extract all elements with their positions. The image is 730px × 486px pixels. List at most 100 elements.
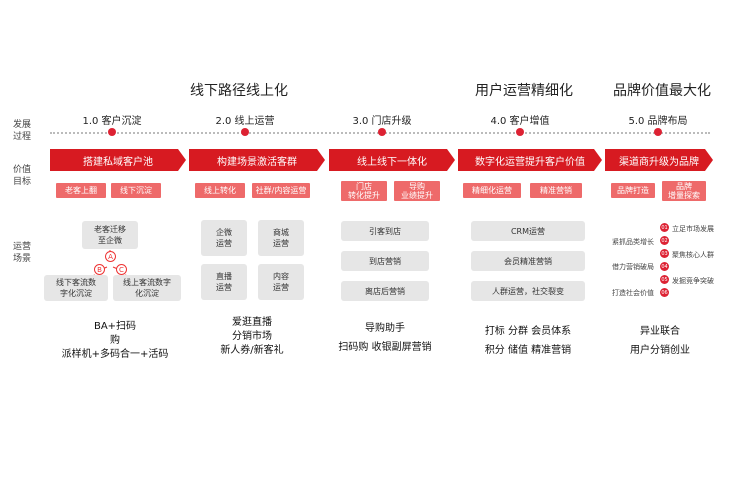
stage-title-2: 2.0 线上运营 [215,116,275,127]
row-label-ops-2: 场景 [13,254,32,264]
s1-node-b: B [94,264,105,275]
pill-brand-increment-1: 品牌 [676,182,692,191]
s1-box-migrate-2: 至企微 [98,236,122,245]
s1-box-online-flow-2: 化沉淀 [135,289,159,298]
arrow-stage-5: 渠道商升级为品牌 [605,149,713,171]
s5-dot-1: 01 [660,223,669,232]
row-label-process: 发展 过程 [13,119,31,143]
bottom-stage-5: 异业联合 用户分销创业 [608,325,712,358]
s2-box-mall-2: 运营 [273,239,289,248]
s2-box-wecom-2: 运营 [216,239,232,248]
s1-box-offline-flow: 线下客流数 字化沉淀 [44,275,108,301]
s2-box-content-2: 运营 [273,283,289,292]
s3-box-afterstore: 离店后营销 [341,281,429,301]
title-user-operation: 用户运营精细化 [475,83,573,99]
pill-store-convert-1: 门店 [356,182,372,191]
stage-title-4: 4.0 客户增值 [490,116,550,127]
s1-node-a: A [105,251,116,262]
s3-box-attract: 引客到店 [341,221,429,241]
timeline-dot-5 [654,128,662,136]
s5-dot-2: 02 [660,236,669,245]
s2-box-mall-1: 商城 [273,228,289,237]
s2-box-live: 直播 运营 [201,264,247,300]
s5-right-3: 发掘竞争突破 [672,277,714,285]
s2-box-live-2: 运营 [216,283,232,292]
timeline-dot-4 [516,128,524,136]
s2-box-wecom: 企微 运营 [201,220,247,256]
pill-precise-marketing: 精准营销 [530,183,582,198]
bottom-stage-4-line-1: 打标 分群 会员体系 [484,326,572,337]
s1-box-migrate: 老客迁移 至企微 [82,221,138,249]
bottom-stage-1-line-3: 派样机+多码合一+活码 [61,349,169,360]
bottom-stage-3: 导购助手 扫码购 收银副屏营销 [329,322,441,355]
pill-guide-performance-1: 导购 [409,182,425,191]
s2-box-wecom-1: 企微 [216,228,232,237]
arrow-stage-3: 线上线下一体化 [329,149,455,171]
s5-dot-5: 05 [660,275,669,284]
timeline-dot-2 [241,128,249,136]
s5-left-2: 借力营销破局 [612,263,654,271]
row-label-value-2: 目标 [13,177,32,187]
title-brand-value: 品牌价值最大化 [613,83,711,99]
bottom-stage-3-line-2: 扫码购 收银副屏营销 [338,342,432,353]
s5-right-2: 聚焦核心人群 [672,251,714,259]
bottom-stage-2-line-2: 分销市场 [232,331,272,342]
s1-box-offline-flow-2: 字化沉淀 [60,289,92,298]
row-label-ops-1: 运营 [13,242,32,252]
bottom-stage-4-line-2: 积分 储值 精准营销 [484,345,572,356]
pill-offline-settle: 线下沉淀 [111,183,161,198]
pill-old-customer: 老客上翻 [56,183,106,198]
timeline-dot-1 [108,128,116,136]
bottom-stage-1-line-1: BA+扫码 [93,321,137,332]
s5-dot-4: 04 [660,262,669,271]
bottom-stage-5-line-1: 异业联合 [640,326,680,337]
stage-title-1: 1.0 客户沉淀 [82,116,142,127]
row-label-value-1: 价值 [13,165,32,175]
arrow-stage-4: 数字化运营提升客户价值 [458,149,602,171]
pill-store-convert: 门店 转化提升 [341,181,387,201]
bottom-stage-4: 打标 分群 会员体系 积分 储值 精准营销 [463,325,593,358]
pill-community-content: 社群/内容运营 [252,183,310,198]
row-label-ops: 运营 场景 [13,241,31,265]
s1-box-online-flow: 线上客流数字 化沉淀 [113,275,181,301]
s1-node-c: C [116,264,127,275]
s4-box-member: 会员精准营销 [471,251,585,271]
row-label-process-1: 发展 [13,120,32,130]
pill-fine-operation: 精细化运营 [463,183,521,198]
s2-box-mall: 商城 运营 [258,220,304,256]
bottom-stage-2-line-1: 爱逛直播 [232,317,272,328]
s5-left-3: 打造社会价值 [612,289,654,297]
s3-box-instore: 到店营销 [341,251,429,271]
arrow-stage-2: 构建场景激活客群 [189,149,325,171]
pill-guide-performance: 导购 业绩提升 [394,181,440,201]
bottom-stage-1-line-2: 购 [110,335,120,346]
s2-box-content: 内容 运营 [258,264,304,300]
s5-dot-6: 06 [660,288,669,297]
row-label-value: 价值 目标 [13,164,31,188]
s5-left-1: 紧抓品类增长 [612,238,654,246]
s2-box-content-1: 内容 [273,272,289,281]
bottom-stage-5-line-2: 用户分销创业 [630,345,690,356]
row-label-process-2: 过程 [13,132,32,142]
pill-online-convert: 线上转化 [195,183,245,198]
bottom-stage-2: 爱逛直播 分销市场 新人券/新客礼 [194,316,310,358]
s4-box-crm: CRM运营 [471,221,585,241]
s4-box-social: 人群运营，社交裂变 [471,281,585,301]
bottom-stage-3-line-1: 导购助手 [365,323,405,334]
bottom-stage-1: BA+扫码 购 派样机+多码合一+活码 [52,320,178,362]
pill-brand-increment: 品牌 增量探索 [662,181,706,201]
pill-store-convert-2: 转化提升 [348,191,380,200]
pill-guide-performance-2: 业绩提升 [401,191,433,200]
s1-box-migrate-1: 老客迁移 [94,225,126,234]
title-offline-online: 线下路径线上化 [190,83,288,99]
arrow-stage-1: 搭建私域客户池 [50,149,186,171]
stage-title-5: 5.0 品牌布局 [628,116,688,127]
s5-dot-3: 03 [660,249,669,258]
stage-title-3: 3.0 门店升级 [352,116,412,127]
s1-box-online-flow-1: 线上客流数字 [123,278,171,287]
s2-box-live-1: 直播 [216,272,232,281]
bottom-stage-2-line-3: 新人券/新客礼 [220,345,284,356]
timeline-dot-3 [378,128,386,136]
pill-brand-building: 品牌打造 [611,183,655,198]
s1-box-offline-flow-1: 线下客流数 [56,278,96,287]
